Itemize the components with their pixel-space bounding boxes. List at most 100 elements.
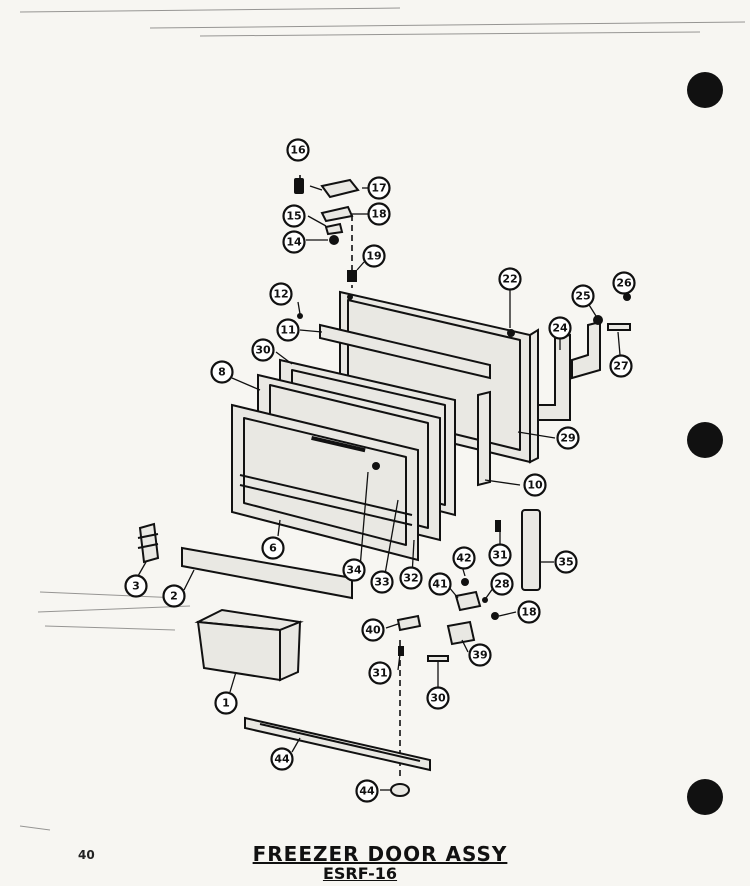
svg-text:8: 8	[218, 366, 226, 379]
screw-18-lower	[491, 612, 499, 620]
pin-27	[607, 323, 631, 331]
svg-text:33: 33	[374, 576, 389, 589]
callout-29: 29	[556, 426, 580, 450]
svg-text:10: 10	[527, 479, 543, 492]
lower-left-parts	[137, 522, 431, 797]
callout-17: 17	[367, 176, 391, 200]
callout-6: 6	[261, 536, 285, 560]
callout-22: 22	[498, 267, 522, 291]
lower-hinge-parts	[385, 509, 554, 780]
leader-lines	[231, 282, 627, 581]
top-hinge-assembly	[294, 175, 368, 288]
breaker-strip-10	[477, 390, 491, 487]
callout-28: 28	[490, 572, 514, 596]
svg-text:1: 1	[222, 697, 230, 710]
hinge-18	[320, 205, 354, 223]
cap-25	[593, 315, 603, 325]
svg-text:34: 34	[346, 564, 362, 577]
bushing-14	[329, 235, 339, 245]
callout-19: 19	[362, 244, 386, 268]
screw-16	[294, 178, 304, 194]
door-shelf-6	[231, 403, 419, 562]
model-number: ESRF-16	[322, 864, 398, 883]
callout-2: 2	[162, 584, 186, 608]
scan-artifacts	[19, 7, 746, 831]
callout-31-lower: 31	[368, 661, 392, 685]
svg-text:44: 44	[274, 753, 290, 766]
svg-text:14: 14	[286, 236, 302, 249]
svg-text:22: 22	[502, 273, 517, 286]
callout-27: 27	[609, 354, 633, 378]
svg-text:25: 25	[575, 290, 590, 303]
screw-26	[623, 293, 631, 301]
screw-31-lower	[398, 646, 404, 656]
svg-text:44: 44	[359, 785, 375, 798]
svg-text:18: 18	[371, 208, 386, 221]
callout-18-lower: 18	[517, 600, 541, 624]
callout-44-bar: 44	[270, 747, 294, 771]
punch-hole-middle	[687, 422, 723, 458]
spacer-15	[324, 222, 344, 236]
svg-text:28: 28	[494, 578, 509, 591]
callout-33: 33	[370, 570, 394, 594]
svg-text:41: 41	[432, 578, 447, 591]
callout-8: 8	[210, 360, 234, 384]
svg-text:31: 31	[492, 549, 507, 562]
svg-text:35: 35	[558, 556, 573, 569]
svg-text:39: 39	[472, 649, 487, 662]
gasket-strip-11	[319, 323, 491, 380]
bracket-3	[138, 522, 160, 564]
callout-15: 15	[282, 204, 306, 228]
callout-3: 3	[124, 574, 148, 598]
svg-text:24: 24	[552, 322, 568, 335]
callout-41: 41	[428, 572, 452, 596]
callout-16-top: 16	[286, 138, 310, 162]
svg-text:11: 11	[280, 324, 295, 337]
callout-12: 12	[269, 282, 293, 306]
callout-35: 35	[554, 550, 578, 574]
callout-30-top: 30	[251, 338, 275, 362]
punch-hole-top	[687, 72, 723, 108]
svg-text:15: 15	[286, 210, 301, 223]
callout-14: 14	[282, 230, 306, 254]
callout-26: 26	[612, 271, 636, 295]
shelf-strip-2	[181, 546, 353, 600]
cap-44	[390, 783, 410, 797]
svg-text:2: 2	[170, 590, 178, 603]
svg-text:32: 32	[403, 572, 418, 585]
hinge-41	[454, 590, 482, 612]
svg-text:3: 3	[132, 580, 140, 593]
svg-text:30: 30	[255, 344, 271, 357]
svg-text:6: 6	[269, 542, 277, 555]
callout-bubbles: 16 17 18 15 14 19 12 22 26 25 11 24 27 3…	[124, 138, 636, 803]
callout-40: 40	[361, 618, 385, 642]
callout-32: 32	[399, 566, 423, 590]
hinge-bracket-right	[537, 293, 631, 421]
svg-text:17: 17	[371, 182, 386, 195]
svg-text:42: 42	[456, 552, 471, 565]
pin-30-lower	[427, 655, 449, 662]
callout-25: 25	[571, 284, 595, 308]
callout-34: 34	[342, 558, 366, 582]
callout-1: 1	[214, 691, 238, 715]
svg-text:31: 31	[372, 667, 387, 680]
callout-18-top: 18	[367, 202, 391, 226]
punch-hole-bottom	[687, 779, 723, 815]
hinge-bracket-17	[320, 178, 360, 199]
svg-text:19: 19	[366, 250, 381, 263]
svg-text:12: 12	[273, 288, 288, 301]
screw-31-upper	[495, 520, 501, 532]
svg-text:18: 18	[521, 606, 536, 619]
page-number: 40	[78, 848, 95, 862]
callout-30-lower: 30	[426, 686, 450, 710]
svg-text:40: 40	[365, 624, 381, 637]
callout-31-upper: 31	[488, 543, 512, 567]
bracket-39	[446, 620, 476, 646]
svg-text:16: 16	[290, 144, 306, 157]
freezer-bin-1	[194, 608, 304, 682]
screw-28	[482, 597, 488, 603]
callout-10: 10	[523, 473, 547, 497]
svg-text:27: 27	[613, 360, 628, 373]
svg-text:30: 30	[430, 692, 446, 705]
